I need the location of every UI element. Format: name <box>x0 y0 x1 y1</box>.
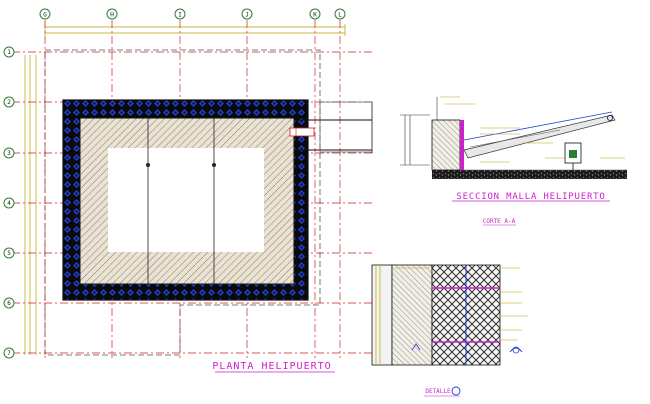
grid-label-row-5: 5 <box>7 250 11 257</box>
grid-label-col-L: L <box>338 12 342 19</box>
grid-bubble-col-K <box>309 8 321 20</box>
section-detail <box>400 96 627 179</box>
detail-title: DETALLE <box>425 388 451 395</box>
grid-bubble-col-G <box>39 8 51 20</box>
grid-bubble-row-4 <box>3 197 15 209</box>
section-cut-marker <box>298 101 373 153</box>
grid-label-row-4: 4 <box>7 200 11 207</box>
grid-label-col-H: H <box>110 12 114 19</box>
grid-bubble-col-I <box>174 8 186 20</box>
grid-label-row-2: 2 <box>7 99 11 106</box>
grid-label-col-I: I <box>178 12 182 19</box>
grid-bubble-col-L <box>334 8 346 20</box>
grid-label-col-K: K <box>313 12 317 19</box>
grid-bubble-col-H <box>106 8 118 20</box>
grid-label-row-1: 1 <box>7 49 11 56</box>
helipad-platform <box>62 99 315 301</box>
grid-bubble-col-J <box>241 8 253 20</box>
left-dimension-lines <box>24 55 37 355</box>
grid-bubble-row-5 <box>3 247 15 259</box>
grid-label-row-6: 6 <box>7 300 11 307</box>
mesh-detail <box>371 264 528 366</box>
top-dimension-lines <box>44 24 346 36</box>
grid-bubble-row-1 <box>3 46 15 58</box>
grid-bubble-row-6 <box>3 297 15 309</box>
grid-bubble-row-3 <box>3 147 15 159</box>
cut-label: CORTE A-A <box>483 218 516 225</box>
grid-bubble-row-7 <box>3 347 15 359</box>
grid-bubble-row-2 <box>3 96 15 108</box>
section-title: SECCION MALLA HELIPUERTO <box>456 192 605 202</box>
grid-bubbles: G H I J K L 1 2 3 4 5 6 7 <box>3 8 346 359</box>
grid-label-col-G: G <box>43 12 47 19</box>
grid-label-col-J: J <box>245 12 249 19</box>
plan-title: PLANTA HELIPUERTO <box>212 361 331 372</box>
grid-label-row-7: 7 <box>7 350 11 357</box>
detail-marker <box>451 386 461 396</box>
grid-label-row-3: 3 <box>7 150 11 157</box>
